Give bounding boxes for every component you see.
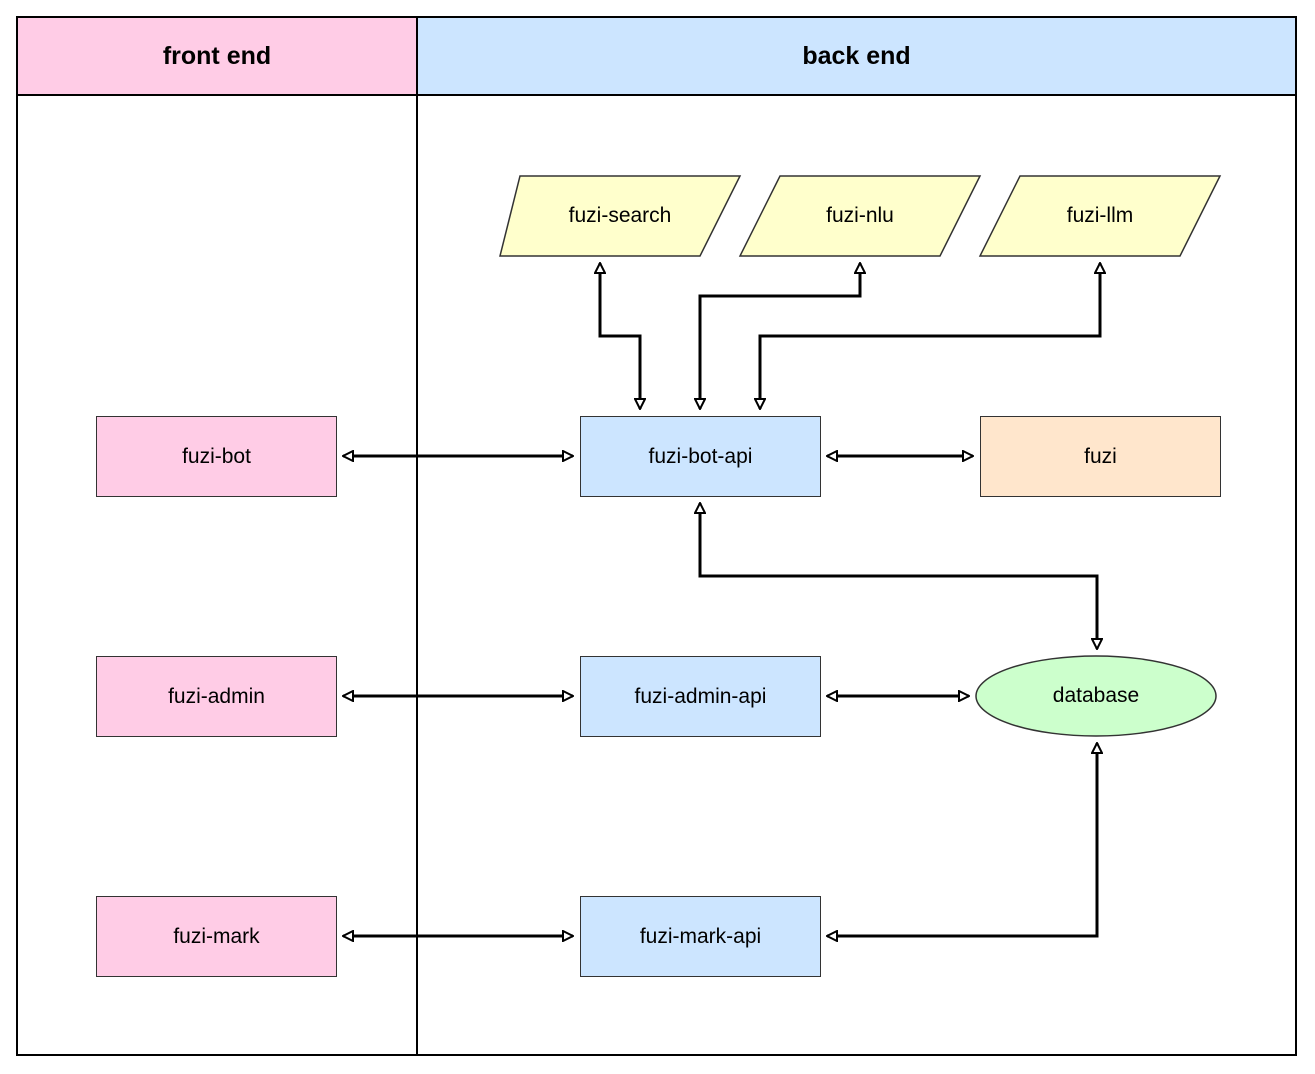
fuzi-admin-node[interactable]: fuzi-admin <box>96 656 337 737</box>
fuzi-search-label: fuzi-search <box>568 204 672 227</box>
fuzi-llm-node[interactable]: fuzi-llm <box>980 176 1220 256</box>
database-shape <box>975 655 1217 737</box>
fuzi-mark-label: fuzi-mark <box>173 924 260 948</box>
fuzi-mark-node[interactable]: fuzi-mark <box>96 896 337 977</box>
fuzi-admin-api-node[interactable]: fuzi-admin-api <box>580 656 821 737</box>
lane-header-front-end: front end <box>16 16 416 96</box>
fuzi-bot-label: fuzi-bot <box>182 444 251 468</box>
fuzi-nlu-node[interactable]: fuzi-nlu <box>740 176 980 256</box>
fuzi-llm-shape <box>978 175 1222 257</box>
database-label: database <box>1052 684 1140 707</box>
fuzi-admin-label: fuzi-admin <box>168 684 265 708</box>
lane-front-end <box>16 96 416 1056</box>
fuzi-llm-label: fuzi-llm <box>1066 204 1134 227</box>
edge-mark-api-to-database <box>827 743 1097 936</box>
edge-bot-api-to-fuzi-llm <box>760 263 1100 409</box>
fuzi-mark-api-label: fuzi-mark-api <box>639 924 762 948</box>
edge-bot-api-to-database <box>700 503 1097 649</box>
fuzi-label: fuzi <box>1084 444 1117 468</box>
fuzi-node[interactable]: fuzi <box>980 416 1221 497</box>
fuzi-bot-api-node[interactable]: fuzi-bot-api <box>580 416 821 497</box>
fuzi-mark-api-node[interactable]: fuzi-mark-api <box>580 896 821 977</box>
fuzi-nlu-shape <box>738 175 982 257</box>
fuzi-nlu-label: fuzi-nlu <box>826 204 894 227</box>
edge-bot-api-to-fuzi-search <box>600 263 640 409</box>
fuzi-bot-api-label: fuzi-bot-api <box>648 444 753 468</box>
fuzi-admin-api-label: fuzi-admin-api <box>634 684 767 708</box>
lane-back-end <box>416 96 1297 1056</box>
fuzi-bot-node[interactable]: fuzi-bot <box>96 416 337 497</box>
database-node[interactable]: database <box>976 656 1216 736</box>
fuzi-search-node[interactable]: fuzi-search <box>500 176 740 256</box>
fuzi-search-shape <box>499 175 742 257</box>
lane-header-back-end: back end <box>416 16 1297 96</box>
